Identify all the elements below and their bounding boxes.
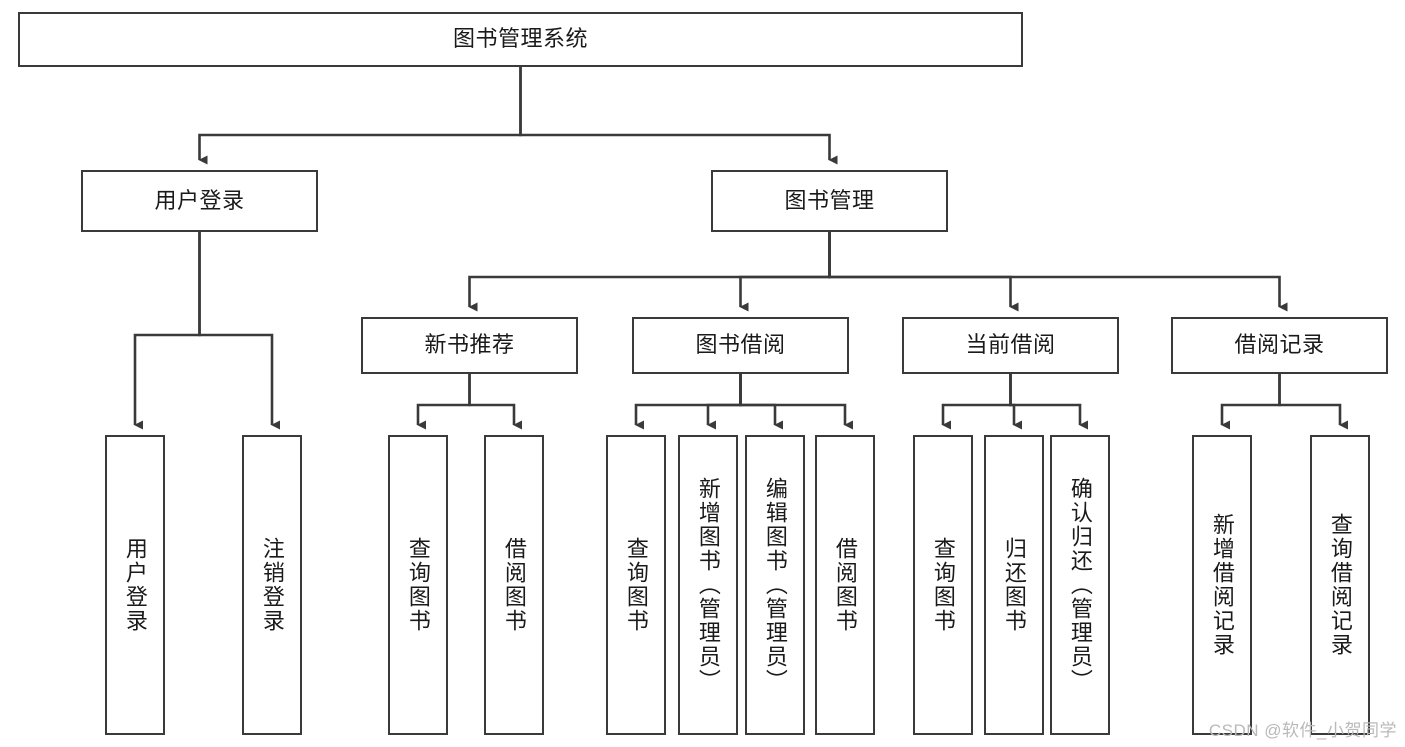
node-label: 查询图书 (405, 537, 431, 633)
csdn-watermark: CSDN @软件_小贺同学 (1208, 721, 1397, 740)
node-borrow-record[interactable]: 借阅记录 (1171, 317, 1388, 374)
connector-new_book_rec-to-leaf_query_book_1 (416, 374, 471, 430)
node-new-book-recommend[interactable]: 新书推荐 (361, 317, 578, 374)
node-label: 图书管理 (784, 187, 875, 213)
connector-current_borrow-to-leaf_confirm_return (1009, 374, 1088, 430)
node-label: 图书借阅 (695, 332, 786, 358)
node-leaf-return-book[interactable]: 归还图书 (984, 435, 1044, 735)
node-label: 借阅记录 (1234, 332, 1325, 358)
node-leaf-borrow-book-1[interactable]: 借阅图书 (484, 435, 544, 735)
connector-book_manage-to-borrow_record (828, 232, 1288, 312)
connector-book_borrow-to-leaf_borrow_book_2 (739, 374, 853, 430)
node-label: 查询借阅记录 (1327, 513, 1353, 657)
node-label: 借阅图书 (501, 537, 527, 633)
connector-book_manage-to-book_borrow (739, 232, 831, 312)
node-leaf-query-book-3[interactable]: 查询图书 (913, 435, 973, 735)
node-label: 当前借阅 (965, 332, 1056, 358)
connector-new_book_rec-to-leaf_borrow_book_1 (468, 374, 522, 430)
connector-current_borrow-to-leaf_return_book (1009, 374, 1022, 430)
node-current-borrow[interactable]: 当前借阅 (902, 317, 1119, 374)
connector-book_borrow-to-leaf_edit_book (739, 374, 783, 430)
node-root[interactable]: 图书管理系统 (18, 12, 1023, 67)
node-leaf-query-book-2[interactable]: 查询图书 (606, 435, 666, 735)
connector-root-to-user_login (198, 67, 522, 165)
node-label: 查询图书 (623, 537, 649, 633)
node-label: 用户登录 (122, 537, 148, 633)
node-label: 图书管理系统 (452, 26, 588, 52)
connector-borrow_record-to-leaf_add_record (1220, 374, 1281, 430)
node-leaf-add-record[interactable]: 新增借阅记录 (1192, 435, 1252, 735)
node-label: 归还图书 (1001, 537, 1027, 633)
node-label: 注销登录 (259, 537, 285, 633)
node-label: 新书推荐 (424, 332, 515, 358)
node-user-login[interactable]: 用户登录 (81, 170, 318, 232)
connector-root-to-book_manage (519, 67, 838, 165)
node-leaf-borrow-book-2[interactable]: 借阅图书 (815, 435, 875, 735)
node-leaf-logout[interactable]: 注销登录 (242, 435, 302, 735)
node-label: 借阅图书 (832, 537, 858, 633)
connector-book_borrow-to-leaf_query_book_2 (634, 374, 742, 430)
node-book-borrow[interactable]: 图书借阅 (632, 317, 849, 374)
connector-current_borrow-to-leaf_query_book_3 (941, 374, 1012, 430)
node-book-manage[interactable]: 图书管理 (711, 170, 948, 232)
node-leaf-query-book-1[interactable]: 查询图书 (388, 435, 448, 735)
connector-book_manage-to-new_book_rec (468, 232, 831, 312)
node-label: 新增借阅记录 (1209, 513, 1235, 657)
node-leaf-query-record[interactable]: 查询借阅记录 (1310, 435, 1370, 735)
node-leaf-confirm-return[interactable]: 确认归还（管理员） (1050, 435, 1110, 735)
node-label: 新增图书（管理员） (695, 477, 721, 693)
node-leaf-add-book[interactable]: 新增图书（管理员） (678, 435, 738, 735)
node-label: 编辑图书（管理员） (762, 477, 788, 693)
node-label: 查询图书 (930, 537, 956, 633)
connector-user_login-to-leaf_user_login (133, 232, 201, 430)
node-leaf-edit-book[interactable]: 编辑图书（管理员） (745, 435, 805, 735)
node-label: 用户登录 (154, 187, 245, 213)
connector-book_borrow-to-leaf_add_book (706, 374, 742, 430)
connector-borrow_record-to-leaf_query_record (1278, 374, 1348, 430)
node-label: 确认归还（管理员） (1067, 477, 1093, 693)
connector-book_manage-to-current_borrow (828, 232, 1019, 312)
node-leaf-user-login[interactable]: 用户登录 (105, 435, 165, 735)
connector-user_login-to-leaf_logout (198, 232, 280, 430)
